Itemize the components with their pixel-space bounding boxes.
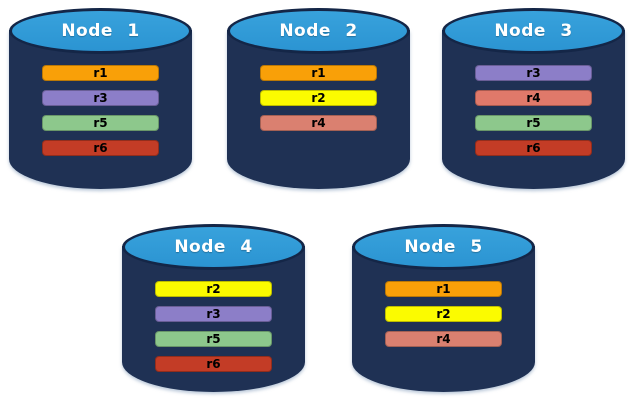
replica-label: r5 [526, 116, 541, 130]
replica-label: r4 [436, 332, 451, 346]
replica-bar-r2: r2 [260, 90, 377, 106]
replica-label: r6 [206, 357, 221, 371]
replica-bar-r3: r3 [475, 65, 592, 81]
replica-label: r2 [436, 307, 451, 321]
replica-bar-r4: r4 [385, 331, 502, 347]
node-label: Node 4 [174, 237, 253, 257]
replica-bar-r1: r1 [260, 65, 377, 81]
replica-bar-r3: r3 [42, 90, 159, 106]
replica-bar-r1: r1 [385, 281, 502, 297]
node-label: Node 1 [61, 21, 140, 41]
node-4-cylinder: Node 4 r2 r3 r5 r6 [122, 224, 305, 392]
cylinder-top: Node 1 [9, 8, 192, 54]
replica-label: r3 [526, 66, 541, 80]
replica-label: r1 [436, 282, 451, 296]
replica-label: r6 [526, 141, 541, 155]
replica-label: r2 [311, 91, 326, 105]
node-3-cylinder: Node 3 r3 r4 r5 r6 [442, 8, 625, 189]
replica-label: r5 [206, 332, 221, 346]
node-5-cylinder: Node 5 r1 r2 r4 [352, 224, 535, 392]
node-label: Node 2 [279, 21, 358, 41]
replica-bar-r2: r2 [155, 281, 272, 297]
replica-label: r1 [93, 66, 108, 80]
replica-list: r1 r3 r5 r6 [9, 65, 192, 156]
cylinder-top: Node 4 [122, 224, 305, 270]
replica-label: r2 [206, 282, 221, 296]
node-label: Node 5 [404, 237, 483, 257]
cylinder-body [9, 30, 192, 189]
replica-bar-r6: r6 [42, 140, 159, 156]
node-2-cylinder: Node 2 r1 r2 r4 [227, 8, 410, 189]
replica-bar-r2: r2 [385, 306, 502, 322]
replica-label: r6 [93, 141, 108, 155]
replica-bar-r6: r6 [155, 356, 272, 372]
replica-bar-r6: r6 [475, 140, 592, 156]
replica-list: r2 r3 r5 r6 [122, 281, 305, 372]
cylinder-body [227, 30, 410, 189]
replica-list: r3 r4 r5 r6 [442, 65, 625, 156]
replica-label: r3 [93, 91, 108, 105]
replica-list: r1 r2 r4 [227, 65, 410, 131]
replica-label: r5 [93, 116, 108, 130]
replica-label: r3 [206, 307, 221, 321]
node-label: Node 3 [494, 21, 573, 41]
cylinder-top: Node 5 [352, 224, 535, 270]
cylinder-top: Node 3 [442, 8, 625, 54]
replica-bar-r5: r5 [475, 115, 592, 131]
replica-list: r1 r2 r4 [352, 281, 535, 347]
replica-bar-r1: r1 [42, 65, 159, 81]
replica-label: r1 [311, 66, 326, 80]
cylinder-top: Node 2 [227, 8, 410, 54]
replica-bar-r3: r3 [155, 306, 272, 322]
node-1-cylinder: Node 1 r1 r3 r5 r6 [9, 8, 192, 189]
replica-label: r4 [311, 116, 326, 130]
replica-bar-r5: r5 [42, 115, 159, 131]
replica-label: r4 [526, 91, 541, 105]
replica-bar-r4: r4 [260, 115, 377, 131]
replica-bar-r5: r5 [155, 331, 272, 347]
cylinder-body [442, 30, 625, 189]
replica-bar-r4: r4 [475, 90, 592, 106]
